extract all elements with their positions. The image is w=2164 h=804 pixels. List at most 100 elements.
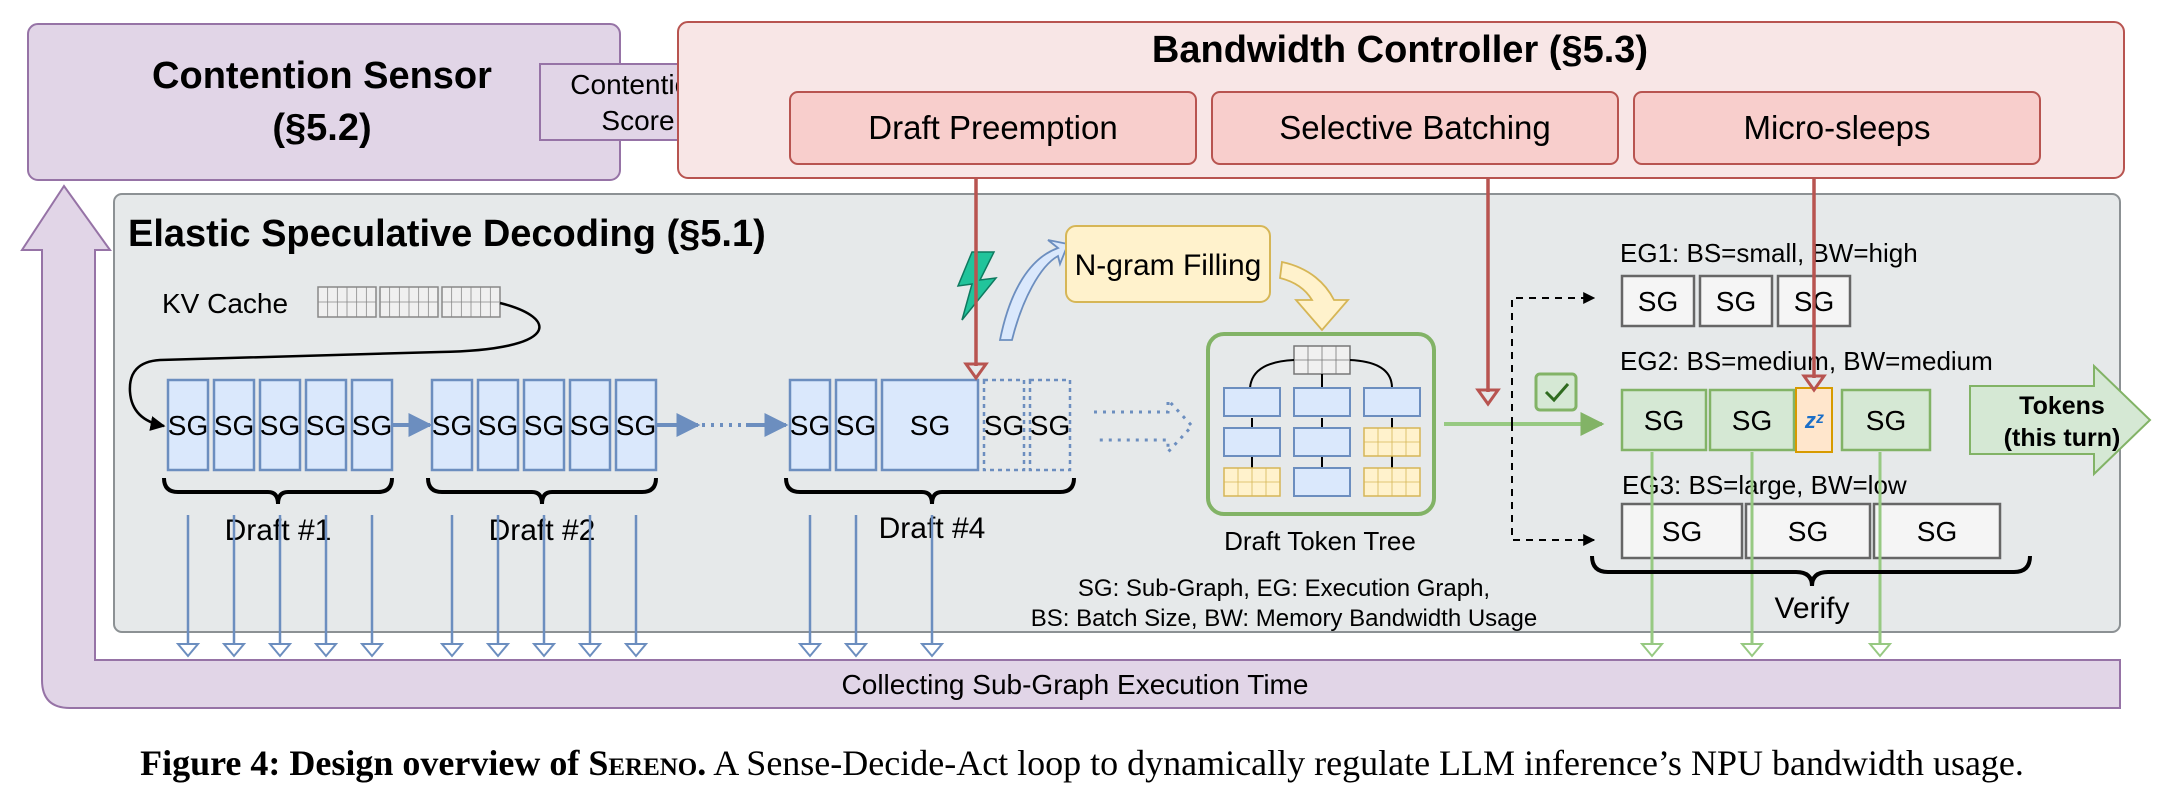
- verify-brace: Verify: [1590, 555, 2032, 625]
- exec-time-arrowhead: [843, 643, 869, 658]
- sg-label: SG: [1917, 516, 1957, 547]
- kv-cache: [317, 286, 501, 318]
- eg2-sg-block: SG: [1708, 388, 1796, 452]
- kv-cache-block: [379, 286, 439, 318]
- dispatch-arrows: [1511, 292, 1596, 546]
- sg-block: SG: [350, 378, 394, 472]
- sg-label: SG: [1866, 405, 1906, 436]
- tree-node: [1293, 467, 1351, 497]
- tree-node: [1293, 427, 1351, 457]
- sg-block: SG: [880, 378, 980, 472]
- figure-caption: Figure 4: Design overview of Sereno. A S…: [0, 742, 2164, 784]
- tree-node: [1223, 387, 1281, 417]
- eg3-sg-block: SG: [1744, 502, 1872, 560]
- eg1-label: EG1: BS=small, BW=high: [1620, 238, 1918, 268]
- legend-line1: SG: Sub-Graph, EG: Execution Graph,: [1078, 575, 1490, 602]
- verify-label: Verify: [1774, 592, 1849, 625]
- ngram-label: N-gram Filling: [1075, 249, 1262, 282]
- flash-to-ngram-arrow: [998, 239, 1070, 341]
- contention-sensor-section: (§5.2): [272, 107, 371, 149]
- contention-score-line2: Score: [601, 105, 674, 136]
- exec-time-arrowhead: [623, 643, 649, 658]
- sg-block: SG: [476, 378, 520, 472]
- sg-block: SG: [834, 378, 878, 472]
- sg-label: SG: [1030, 410, 1070, 441]
- eg2-sg-block: SG: [1620, 388, 1708, 452]
- tree-root: [1293, 345, 1351, 375]
- module-draft-preemption: [789, 91, 1197, 165]
- sg-label: SG: [260, 410, 300, 441]
- sg-label: SG: [1788, 516, 1828, 547]
- eg3-label: EG3: BS=large, BW=low: [1622, 470, 1907, 500]
- feedback-bar: Collecting Sub-Graph Execution Time: [20, 184, 2121, 709]
- bandwidth-controller-title: Bandwidth Controller (§5.3): [1152, 29, 1648, 71]
- verify-arrowhead: [1639, 643, 1665, 658]
- sg-label: SG: [214, 410, 254, 441]
- sg-label: SG: [478, 410, 518, 441]
- sleep-icon: zᶻ: [1804, 408, 1824, 433]
- sg-block: SG: [430, 378, 474, 472]
- esd-title: Elastic Speculative Decoding (§5.1): [128, 213, 766, 255]
- sg-label: SG: [1716, 286, 1756, 317]
- sg-label: SG: [168, 410, 208, 441]
- eg2-sg-block: SG: [1840, 388, 1932, 452]
- kv-cache-connector: [128, 301, 541, 431]
- sg-label: SG: [616, 410, 656, 441]
- kv-cache-block: [441, 286, 501, 318]
- sg-block: SG: [788, 378, 832, 472]
- eg3-sg-block: SG: [1872, 502, 2002, 560]
- sg-block: SG: [522, 378, 566, 472]
- tokens-line2: (this turn): [2004, 424, 2121, 452]
- bandwidth-controller: Bandwidth Controller (§5.3) Draft Preemp…: [677, 21, 2125, 179]
- exec-time-arrowhead: [797, 643, 823, 658]
- sg-block: SG: [614, 378, 658, 472]
- execution-graphs: EG1: BS=small, BW=high EG2: BS=medium, B…: [1620, 238, 2002, 658]
- draft-tree-label: Draft Token Tree: [1224, 526, 1416, 556]
- sg-label: SG: [910, 410, 950, 441]
- tree-node: [1363, 387, 1421, 417]
- tree-node: [1223, 427, 1281, 457]
- verify-arrowhead: [1867, 643, 1893, 658]
- exec-time-arrowhead: [919, 643, 945, 658]
- draft-brace: [162, 477, 394, 505]
- controller-arrows: [963, 178, 1827, 407]
- esd-panel: Elastic Speculative Decoding (§5.1) KV C…: [113, 193, 2121, 633]
- eg1-sg-block: SG: [1698, 274, 1774, 328]
- module-selective-batching-label: Selective Batching: [1279, 109, 1551, 146]
- exec-time-arrowhead: [485, 643, 511, 658]
- sg-block-pending: SG: [1028, 378, 1072, 472]
- tree-node-ngram: [1223, 467, 1281, 497]
- sg-label: SG: [1662, 516, 1702, 547]
- module-selective-batching: [1211, 91, 1619, 165]
- contention-sensor-title: Contention Sensor: [152, 55, 492, 97]
- sg-label: SG: [352, 410, 392, 441]
- ngram-filling: N-gram Filling: [1065, 225, 1350, 332]
- sg-block: SG: [166, 378, 210, 472]
- sg-label: SG: [1732, 405, 1772, 436]
- exec-time-arrowhead: [359, 643, 385, 658]
- sg-label: SG: [790, 410, 830, 441]
- sg-label: SG: [1644, 405, 1684, 436]
- exec-time-arrowhead: [267, 643, 293, 658]
- draft-brace: [784, 477, 1076, 505]
- sg-label: SG: [306, 410, 346, 441]
- exec-time-arrowhead: [531, 643, 557, 658]
- eg2-label: EG2: BS=medium, BW=medium: [1620, 346, 1993, 376]
- sg-label: SG: [432, 410, 472, 441]
- sg-block: SG: [568, 378, 612, 472]
- caption-prefix: Figure 4: Design overview of: [140, 743, 589, 783]
- check-icon: [1534, 372, 1578, 412]
- sg-block: SG: [212, 378, 256, 472]
- eg3-sg-block: SG: [1620, 502, 1744, 560]
- tree-node-ngram: [1363, 467, 1421, 497]
- exec-time-arrowhead: [175, 643, 201, 658]
- feedback-label: Collecting Sub-Graph Execution Time: [842, 669, 1309, 700]
- contention-sensor: Contention Sensor (§5.2): [27, 23, 621, 181]
- micro-sleep-box: zᶻ: [1795, 387, 1833, 453]
- caption-period: .: [697, 743, 707, 783]
- eg1-sg-block: SG: [1620, 274, 1696, 328]
- draft-brace: [426, 477, 658, 505]
